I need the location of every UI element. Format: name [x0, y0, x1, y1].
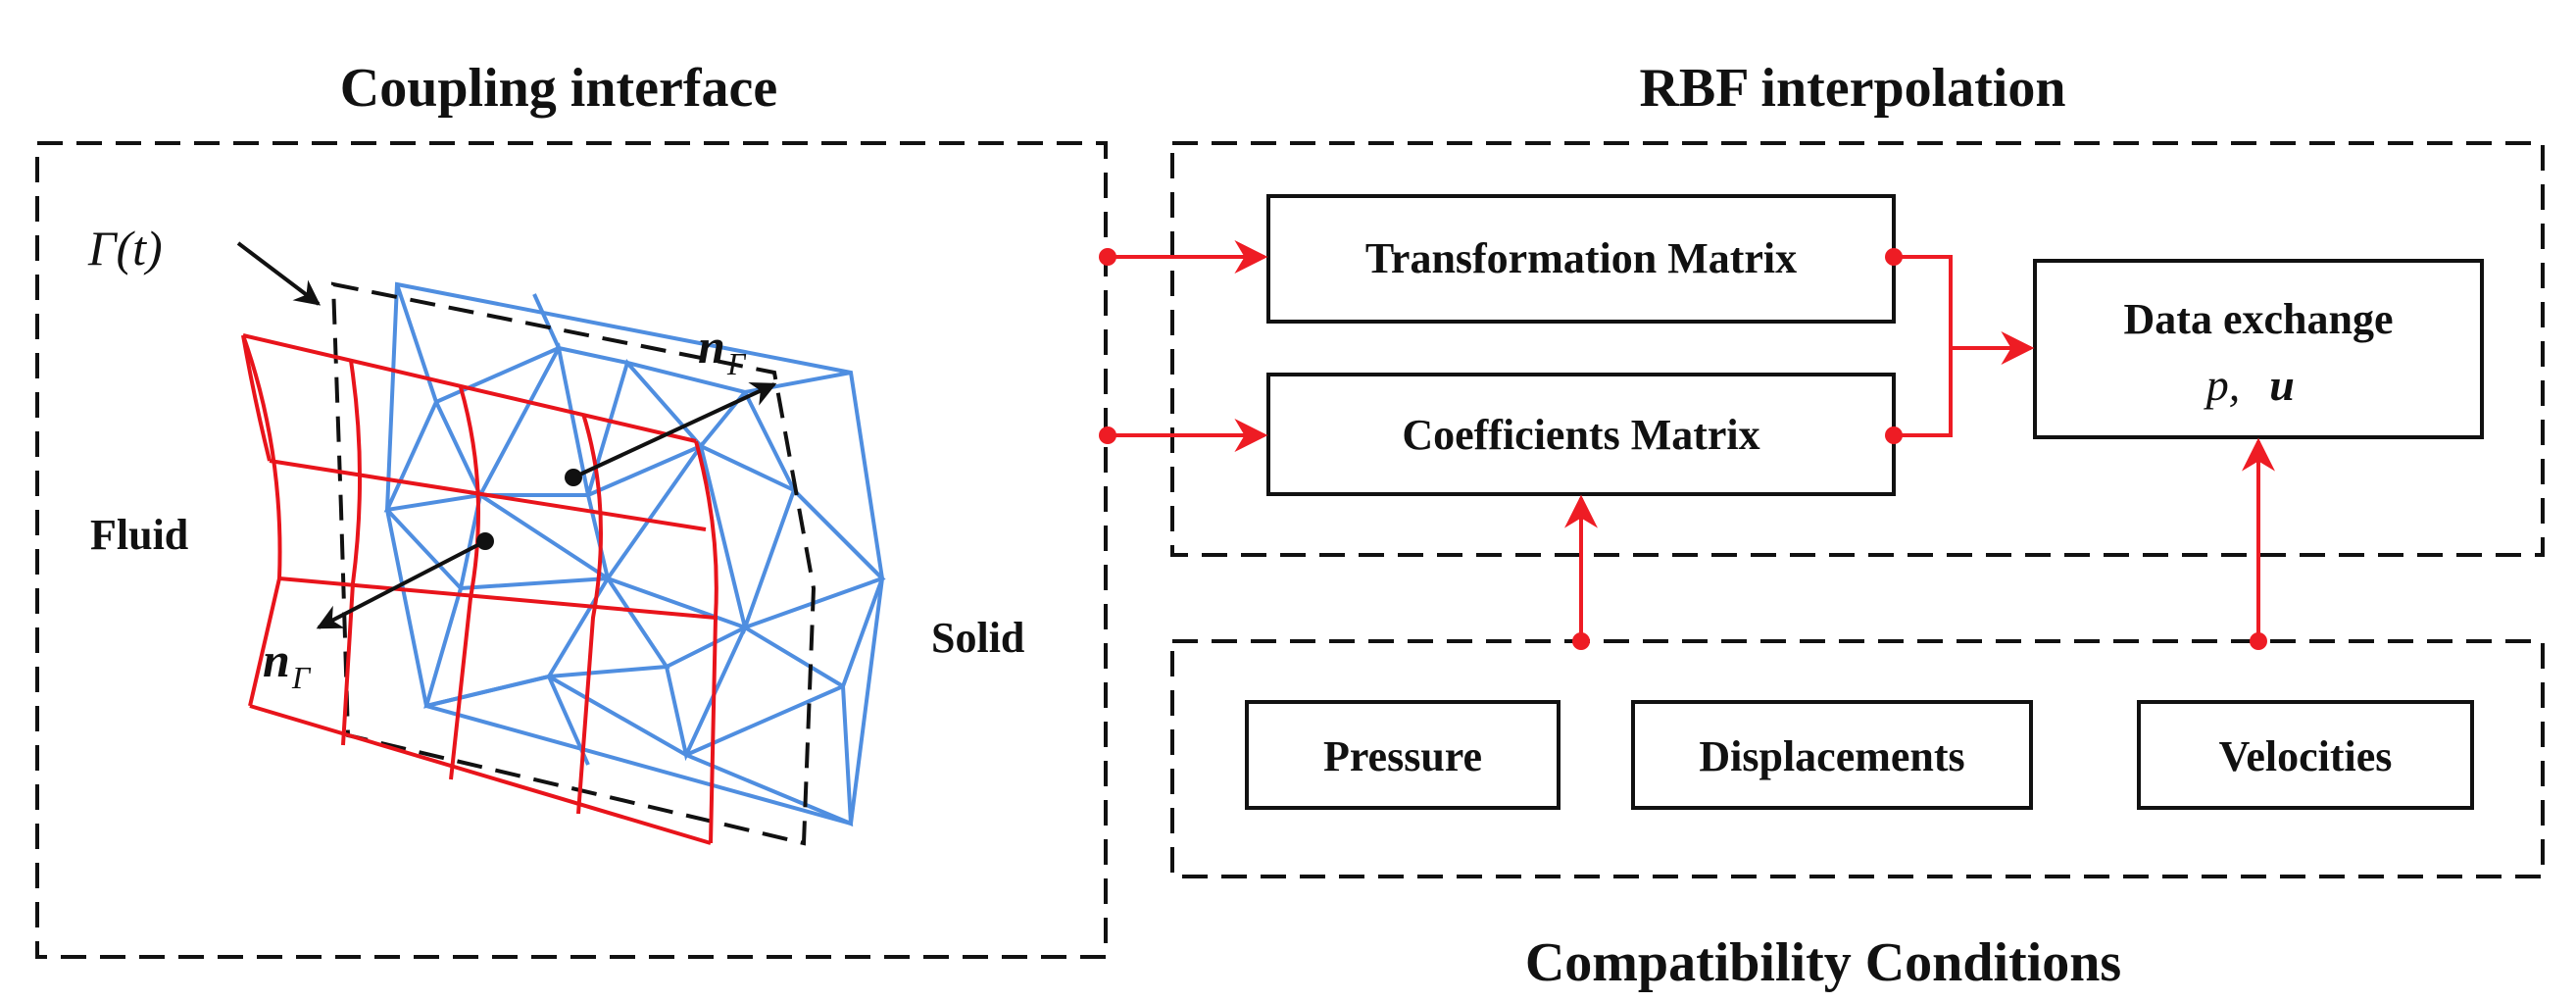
normal-label-fluid: n Γ [263, 632, 312, 695]
fluid-label: Fluid [90, 511, 188, 559]
compat-to-coefficients-dot [1572, 632, 1590, 650]
flow-connectors [1099, 240, 2275, 650]
fluid-normal-arrow [316, 539, 486, 629]
coefficients-out-dot [1885, 426, 1903, 444]
displacements-box [1631, 700, 2033, 810]
velocities-label: Velocities [2219, 732, 2393, 780]
solid-label: Solid [931, 614, 1024, 662]
normal-vectors [236, 241, 777, 629]
gamma-t-label: Γ(t) [87, 221, 163, 276]
interface-surface [330, 281, 817, 846]
normal-n-solid: n [698, 319, 725, 374]
coefficients-matrix-box [1266, 373, 1896, 496]
coupling-interface-panel [35, 141, 1108, 959]
normal-n-fluid: n [263, 632, 290, 687]
coupling-interface-title: Coupling interface [340, 58, 777, 119]
merge-bracket [1894, 255, 1953, 437]
coefficients-matrix-label: Coefficients Matrix [1402, 411, 1759, 459]
fluid-normal-point [476, 532, 494, 550]
normal-sub-fluid: Γ [291, 660, 312, 695]
compatibility-conditions-panel [1170, 639, 2545, 878]
transformation-out-dot [1885, 248, 1903, 266]
velocities-box [2137, 700, 2474, 810]
normal-label-solid: n Γ [698, 319, 747, 381]
transformation-matrix-label: Transformation Matrix [1365, 234, 1797, 282]
solid-normal-arrow [572, 382, 777, 479]
displacements-label: Displacements [1699, 732, 1964, 780]
solid-normal-point [565, 469, 582, 486]
rbf-interpolation-title: RBF interpolation [1639, 58, 2065, 119]
data-exchange-label: Data exchange [2124, 295, 2394, 343]
normal-sub-solid: Γ [726, 346, 747, 381]
gamma-pointer-arrow [236, 241, 322, 306]
solid-mesh [383, 281, 886, 827]
data-exchange-p: p, [2204, 360, 2241, 410]
pressure-label: Pressure [1323, 732, 1482, 780]
compatibility-conditions-title: Compatibility Conditions [1525, 932, 2121, 993]
compat-to-exchange-dot [2250, 632, 2267, 650]
input-dot-transformation [1099, 248, 1116, 266]
data-exchange-u: u [2269, 360, 2295, 410]
rbf-interpolation-panel [1170, 141, 2545, 557]
fluid-mesh [241, 333, 718, 845]
data-exchange-box [2033, 259, 2484, 439]
pressure-box [1245, 700, 1560, 810]
input-dot-coefficients [1099, 426, 1116, 444]
transformation-matrix-box [1266, 194, 1896, 324]
